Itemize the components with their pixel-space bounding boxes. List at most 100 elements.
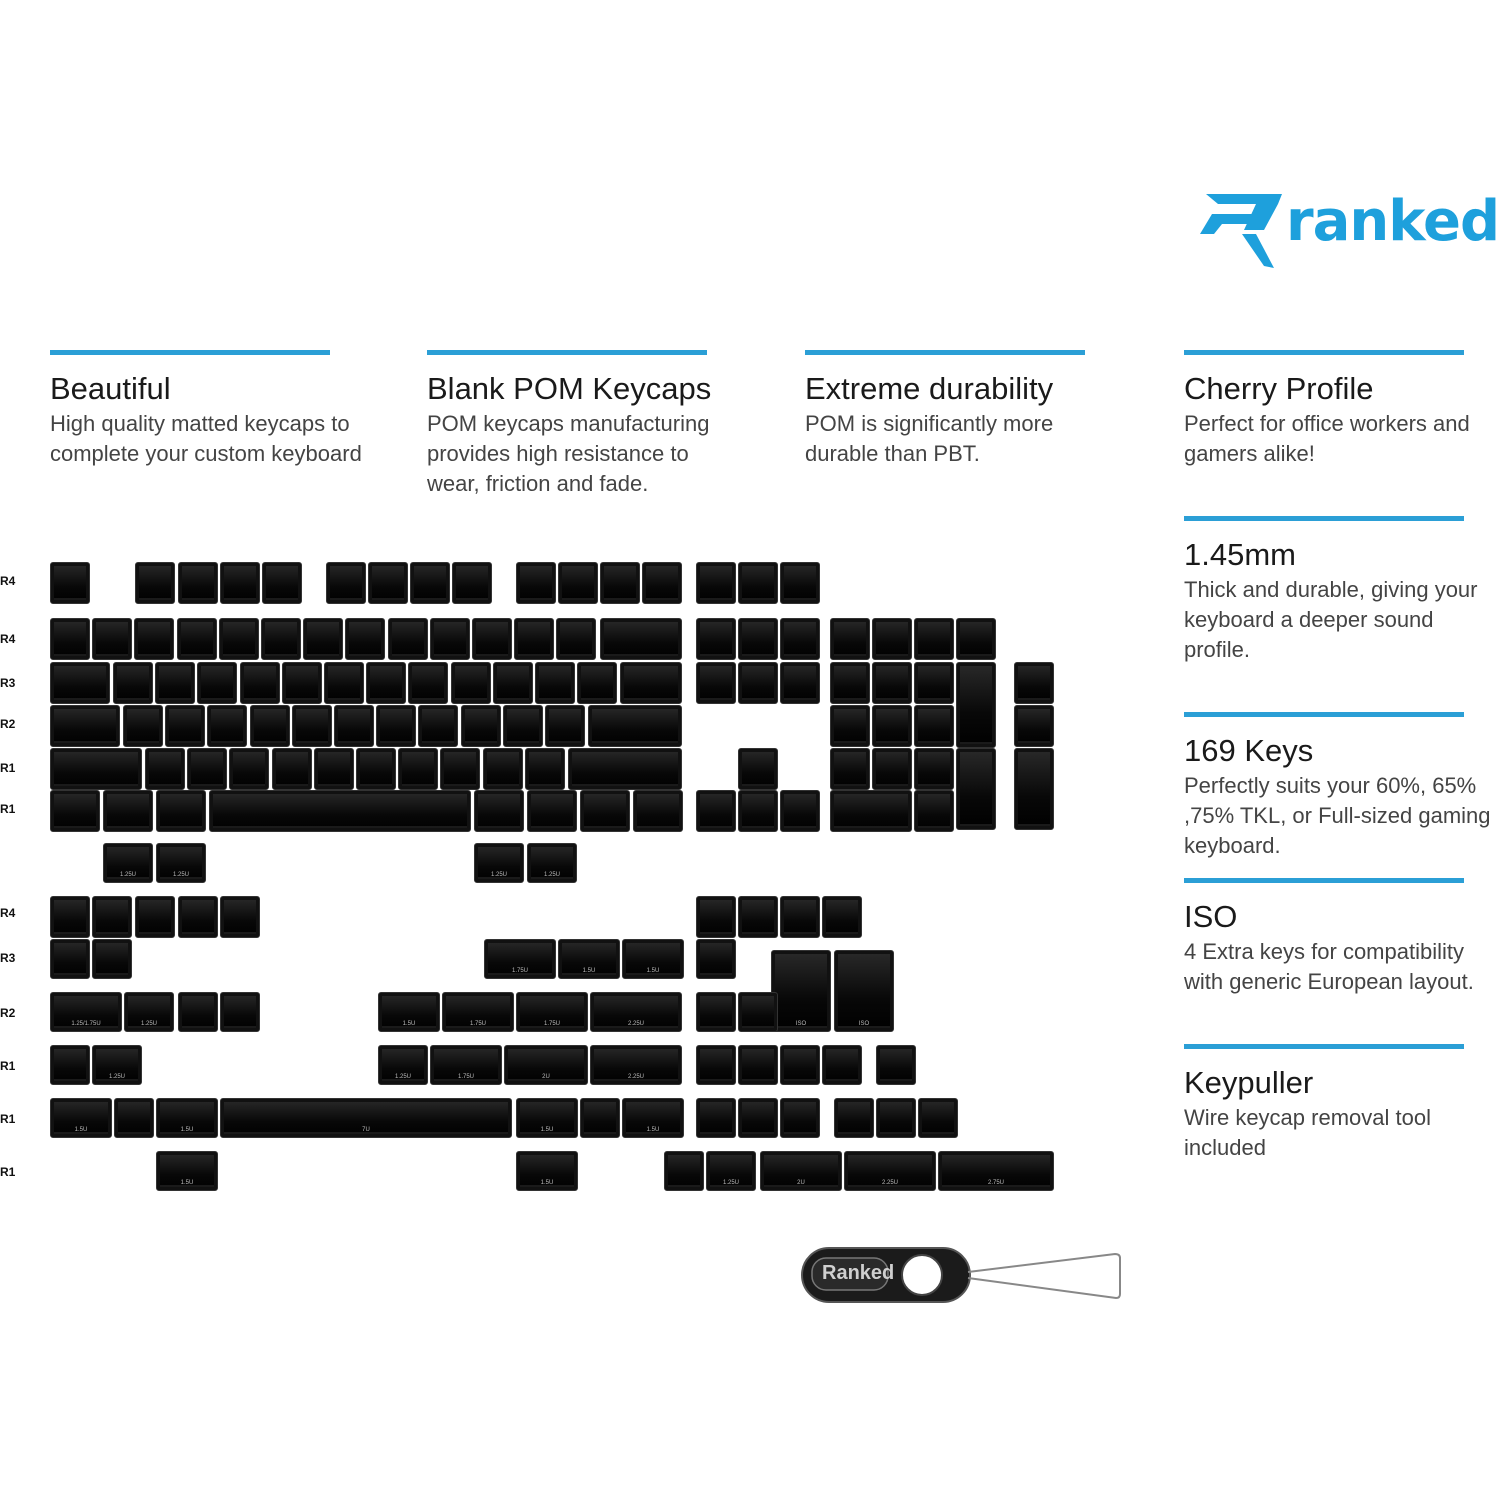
keycap: 1.75U bbox=[442, 992, 514, 1032]
keycap bbox=[696, 618, 736, 660]
keycap bbox=[135, 896, 175, 938]
keycap bbox=[408, 662, 449, 704]
keycap: 1.25U bbox=[156, 843, 206, 883]
row-label: R3 bbox=[0, 676, 16, 690]
keycap bbox=[620, 662, 682, 704]
ranked-r-logo-icon bbox=[1200, 194, 1282, 268]
keycap bbox=[50, 705, 120, 747]
keycap bbox=[92, 618, 133, 660]
keycap bbox=[50, 790, 100, 832]
keycap bbox=[527, 790, 577, 832]
keycap bbox=[696, 562, 736, 604]
keycap-size-label: 2U bbox=[797, 1180, 805, 1186]
keycap-size-label: 1.5U bbox=[582, 968, 596, 974]
keycap bbox=[387, 618, 428, 660]
keycap bbox=[50, 618, 90, 660]
keycap bbox=[261, 618, 301, 660]
keycap bbox=[410, 562, 450, 604]
keycap bbox=[830, 705, 870, 747]
keycap: 2.75U bbox=[938, 1151, 1054, 1191]
feature-description: Thick and durable, giving your keyboard … bbox=[1184, 577, 1478, 662]
keycap bbox=[514, 618, 555, 660]
row-label: R4 bbox=[0, 906, 16, 920]
keycap bbox=[914, 748, 954, 790]
keycap bbox=[239, 662, 280, 704]
keycap bbox=[334, 705, 374, 747]
keycap bbox=[1014, 705, 1054, 747]
keycap bbox=[524, 748, 565, 790]
keycap bbox=[345, 618, 386, 660]
keycap bbox=[220, 896, 260, 938]
feature-accent-bar bbox=[805, 350, 1085, 355]
keycap bbox=[1014, 662, 1054, 704]
keycap: 1.5U bbox=[156, 1151, 218, 1191]
keycap-size-label: 1.25U bbox=[140, 1021, 157, 1027]
keycap bbox=[738, 790, 778, 832]
keycap bbox=[165, 705, 206, 747]
keycap: 1.25/1.75U bbox=[50, 992, 122, 1032]
feature-cherry-profile: Cherry Profile Perfect for office worker… bbox=[1184, 350, 1484, 469]
keypuller: Ranked bbox=[800, 1244, 1122, 1306]
keycap bbox=[516, 562, 556, 604]
keycap bbox=[429, 618, 470, 660]
keycap: 1.25U bbox=[103, 843, 153, 883]
keycap bbox=[830, 748, 870, 790]
row-label: R1 bbox=[0, 761, 16, 775]
keycap-size-label: 1.5U bbox=[74, 1127, 88, 1133]
keycap bbox=[588, 705, 682, 747]
row-label: R4 bbox=[0, 632, 16, 646]
feature-description: POM is significantly more durable than P… bbox=[805, 411, 1054, 466]
keycap bbox=[914, 790, 954, 832]
brand-logo: ranked bbox=[1198, 190, 1498, 272]
keycap-size-label: 1.5U bbox=[180, 1180, 194, 1186]
keycap bbox=[271, 748, 312, 790]
keycap bbox=[187, 748, 228, 790]
feature-description: Wire keycap removal tool included bbox=[1184, 1105, 1431, 1160]
keycap: 2U bbox=[760, 1151, 842, 1191]
keycap bbox=[156, 790, 206, 832]
keycap bbox=[324, 662, 364, 704]
keycap bbox=[738, 562, 778, 604]
keycap bbox=[834, 1098, 874, 1138]
keycap bbox=[558, 562, 598, 604]
keycap bbox=[876, 1098, 916, 1138]
keycap bbox=[249, 705, 290, 747]
keycap bbox=[502, 705, 543, 747]
keycap-size-label: 1.75U bbox=[457, 1074, 474, 1080]
feature-iso: ISO 4 Extra keys for compatibility with … bbox=[1184, 878, 1484, 997]
keycap bbox=[398, 748, 439, 790]
keycap bbox=[580, 1098, 620, 1138]
feature-title: Beautiful bbox=[50, 371, 171, 406]
feature-keypuller: Keypuller Wire keycap removal tool inclu… bbox=[1184, 1044, 1484, 1163]
keycap bbox=[738, 618, 778, 660]
keycap bbox=[123, 705, 163, 747]
keycap: ISO bbox=[771, 950, 831, 1032]
keycap bbox=[956, 748, 996, 830]
keycap bbox=[178, 562, 218, 604]
keycap: 2U bbox=[504, 1045, 588, 1085]
feature-title: Cherry Profile bbox=[1184, 371, 1374, 406]
keycap bbox=[92, 896, 132, 938]
feature-title: 1.45mm bbox=[1184, 537, 1296, 572]
keycap bbox=[145, 748, 185, 790]
feature-description: POM keycaps manufacturing provides high … bbox=[427, 411, 710, 496]
keycap bbox=[452, 562, 492, 604]
keycap bbox=[696, 1098, 736, 1138]
feature-description: Perfectly suits your 60%, 65% ,75% TKL, … bbox=[1184, 773, 1491, 858]
keycap: 1.75U bbox=[484, 939, 556, 979]
keycap bbox=[291, 705, 332, 747]
keycap: 1.25U bbox=[527, 843, 577, 883]
keycap: 1.5U bbox=[558, 939, 620, 979]
row-label: R2 bbox=[0, 1006, 16, 1020]
keycap: 1.75U bbox=[516, 992, 588, 1032]
keycap-size-label: 1.25U bbox=[722, 1180, 739, 1186]
keycap-size-label: 1.5U bbox=[180, 1127, 194, 1133]
keycap-size-label: ISO bbox=[858, 1021, 870, 1027]
keycap bbox=[872, 662, 912, 704]
feature-accent-bar bbox=[1184, 1044, 1464, 1049]
keycap: 1.5U bbox=[156, 1098, 218, 1138]
keycap bbox=[356, 748, 396, 790]
feature-accent-bar bbox=[50, 350, 330, 355]
keycap bbox=[914, 618, 954, 660]
keycap: 1.5U bbox=[516, 1151, 578, 1191]
